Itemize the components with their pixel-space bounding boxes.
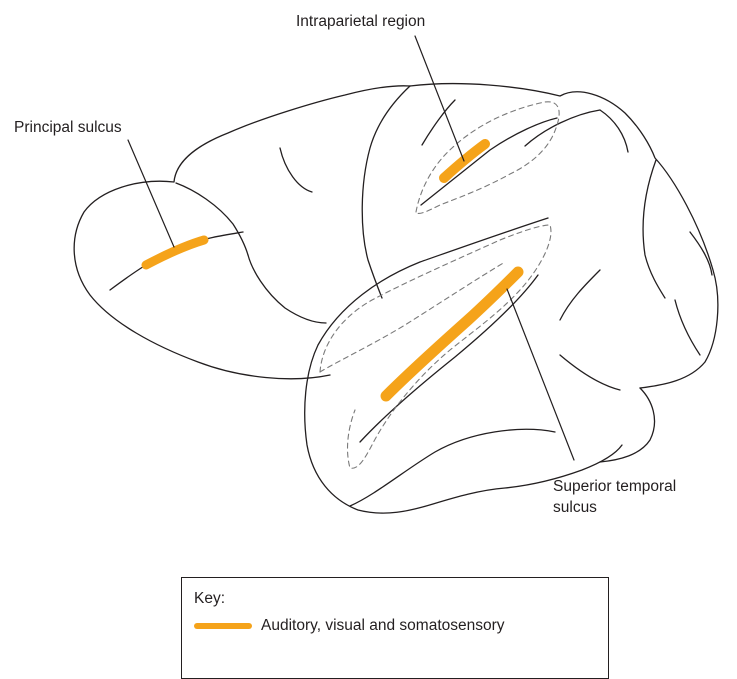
leader-line-intraparietal (415, 36, 464, 161)
legend-box: Key: Auditory, visual and somatosensory (181, 577, 609, 679)
leader-line-principal (128, 140, 174, 247)
brain-lateral-view (0, 0, 737, 651)
brain-outline-parietal (410, 84, 718, 388)
superior-temporal-sulcus-label: Superior temporal sulcus (553, 476, 676, 518)
brain-diagram: Intraparietal region Principal sulcus Su… (0, 0, 737, 651)
superior-temporal-highlight (386, 272, 518, 396)
brain-outline-occipital-base (600, 388, 655, 462)
sts-label-line-1: Superior temporal (553, 476, 676, 497)
legend-title: Key: (194, 589, 225, 609)
brain-outline-temporal (305, 218, 622, 513)
principal-sulcus-label: Principal sulcus (14, 118, 122, 138)
leader-line-sts (507, 289, 574, 460)
principal-sulcus-highlight (146, 240, 204, 265)
legend-label: Auditory, visual and somatosensory (261, 616, 505, 636)
legend-swatch (194, 623, 252, 629)
legend-entry: Auditory, visual and somatosensory (194, 614, 505, 638)
intraparietal-dashed-region (416, 102, 559, 214)
intraparietal-region-label: Intraparietal region (296, 12, 425, 32)
sts-label-line-2: sulcus (553, 497, 676, 518)
